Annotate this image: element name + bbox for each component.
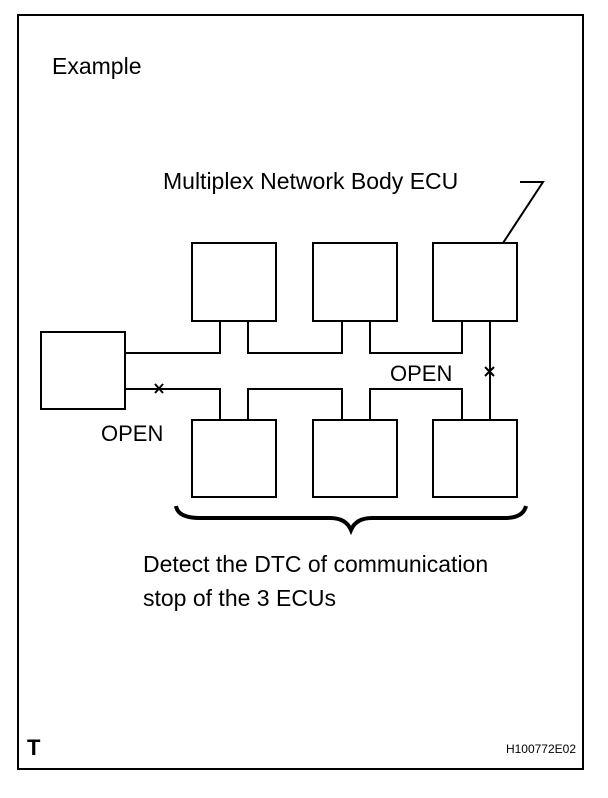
bracket-brace bbox=[174, 505, 528, 536]
body-ecu-label: Multiplex Network Body ECU bbox=[163, 168, 458, 194]
body-ecu-leader-line bbox=[502, 181, 545, 244]
ecu-bottom-left-box bbox=[191, 419, 277, 498]
ecu-bottom-middle-box bbox=[312, 419, 398, 498]
open-label-left: OPEN bbox=[101, 421, 163, 446]
corner-mark: T bbox=[27, 735, 41, 760]
bus-wire-lower-middle bbox=[247, 388, 343, 420]
open-break-left-mark bbox=[154, 383, 164, 394]
figure-code: H100772E02 bbox=[506, 742, 576, 756]
open-break-right-mark bbox=[484, 366, 495, 377]
ecu-left-box bbox=[40, 331, 126, 410]
ecu-bottom-right-box bbox=[432, 419, 518, 498]
bus-wire-upper-right bbox=[369, 321, 463, 354]
ecu-top-middle-box bbox=[312, 242, 398, 322]
bus-wire-upper-left bbox=[125, 321, 221, 354]
caption-line-2: stop of the 3 ECUs bbox=[143, 585, 336, 611]
ecu-top-left-box bbox=[191, 242, 277, 322]
bus-wire-upper-middle bbox=[247, 321, 343, 354]
example-title: Example bbox=[52, 53, 141, 79]
bus-wire-lower-left bbox=[125, 388, 221, 420]
caption-line-1: Detect the DTC of communication bbox=[143, 551, 488, 577]
body-ecu-box bbox=[432, 242, 518, 322]
bus-wire-lower-right bbox=[369, 388, 463, 420]
open-label-right: OPEN bbox=[390, 361, 452, 386]
